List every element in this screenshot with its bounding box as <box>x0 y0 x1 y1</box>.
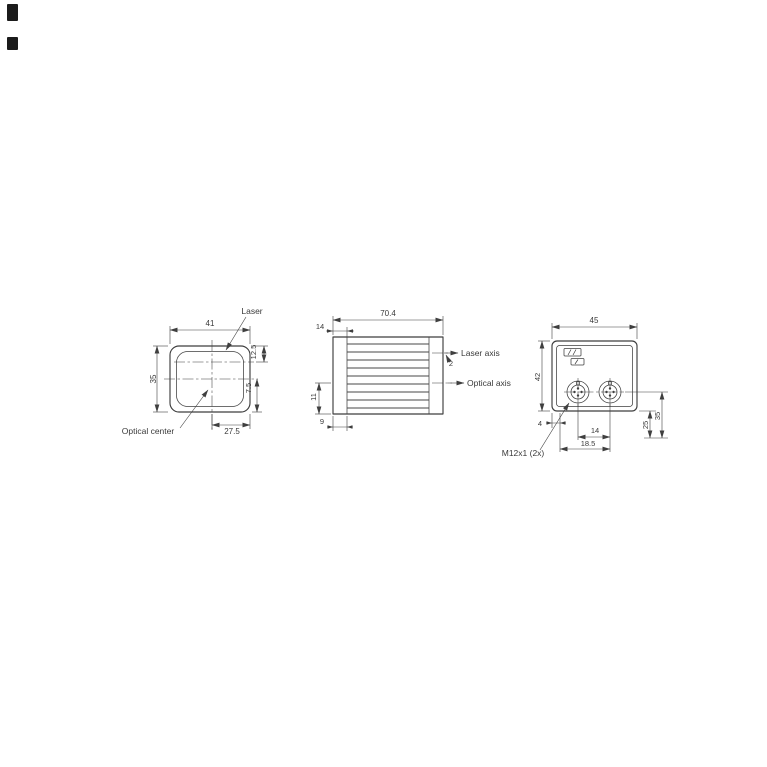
side-dim-cap-text: 14 <box>316 322 324 331</box>
optical-axis-label-text: Optical axis <box>467 378 511 388</box>
rear-dim-connector-edge: 18.5 <box>559 439 611 452</box>
front-dim-optical-offset-text: 7.5 <box>244 383 253 393</box>
side-dim-depth: 70.4 <box>332 309 444 335</box>
rear-face-inset <box>556 345 633 407</box>
rear-dim-edge-offset-text: 4 <box>538 419 542 428</box>
side-dim-lower-left: 11 <box>309 382 331 415</box>
display-window <box>570 358 585 366</box>
side-dim-lower-left-text: 11 <box>309 393 318 401</box>
front-dim-laser-offset-text: 12.5 <box>249 345 258 360</box>
front-dim-width: 41 <box>169 319 251 344</box>
rear-dim-width-text: 45 <box>590 316 599 325</box>
rear-dim-edge-offset: 4 <box>538 413 566 452</box>
connector-left <box>564 378 624 407</box>
side-housing-outline <box>332 336 444 415</box>
front-label-laser: Laser <box>225 306 263 351</box>
front-dim-center-offset: 27.5 <box>211 414 251 436</box>
rear-dim-connector-edge-text: 18.5 <box>581 439 596 448</box>
connector-label-text: M12x1 (2x) <box>502 448 545 458</box>
side-dim-depth-text: 70.4 <box>380 309 396 318</box>
rear-dim-connector-pitch-text: 14 <box>591 426 599 435</box>
optical-center-label-text: Optical center <box>122 426 175 436</box>
side-dim-bottom-cap-text: 9 <box>320 417 324 426</box>
side-dim-axis-gap: 2 <box>445 354 453 368</box>
rear-dim-right-lower-text: 25 <box>641 421 650 429</box>
led-window <box>563 348 582 357</box>
front-label-optical-center: Optical center <box>122 389 209 436</box>
rear-housing-outline <box>551 340 638 412</box>
side-label-laser-axis: Laser axis <box>432 348 500 358</box>
side-dim-cap: 14 <box>316 322 354 337</box>
laser-axis-label-text: Laser axis <box>461 348 500 358</box>
side-fins <box>347 343 429 409</box>
rear-view: 45 42 4 14 18.5 <box>502 316 668 458</box>
front-dim-height: 35 <box>149 345 168 413</box>
side-dim-axis-gap-text: 2 <box>449 359 453 368</box>
front-view: 41 35 12.5 7.5 27.5 <box>122 306 268 436</box>
rear-dim-height: 42 <box>533 340 550 412</box>
rear-dim-right-upper: 35 <box>653 391 665 439</box>
rear-dim-right-upper-text: 35 <box>653 412 662 420</box>
laser-label-text: Laser <box>241 306 262 316</box>
rear-dim-height-text: 42 <box>533 373 542 381</box>
rear-dim-width: 45 <box>551 316 638 339</box>
front-dim-optical-offset: 7.5 <box>244 378 262 413</box>
rear-dim-connector-pitch: 14 <box>577 404 611 452</box>
front-dim-height-text: 35 <box>149 374 158 383</box>
connector-right <box>598 378 622 407</box>
side-dim-bottom-cap: 9 <box>320 416 353 431</box>
front-dim-width-text: 41 <box>206 319 215 328</box>
front-dim-laser-offset: 12.5 <box>249 345 268 363</box>
front-dim-center-offset-text: 27.5 <box>224 427 240 436</box>
rear-label-connector: M12x1 (2x) <box>502 402 570 458</box>
corner-artifact <box>7 4 18 50</box>
side-view: 70.4 14 11 9 L <box>309 309 511 431</box>
side-label-optical-axis: Optical axis <box>432 378 511 388</box>
